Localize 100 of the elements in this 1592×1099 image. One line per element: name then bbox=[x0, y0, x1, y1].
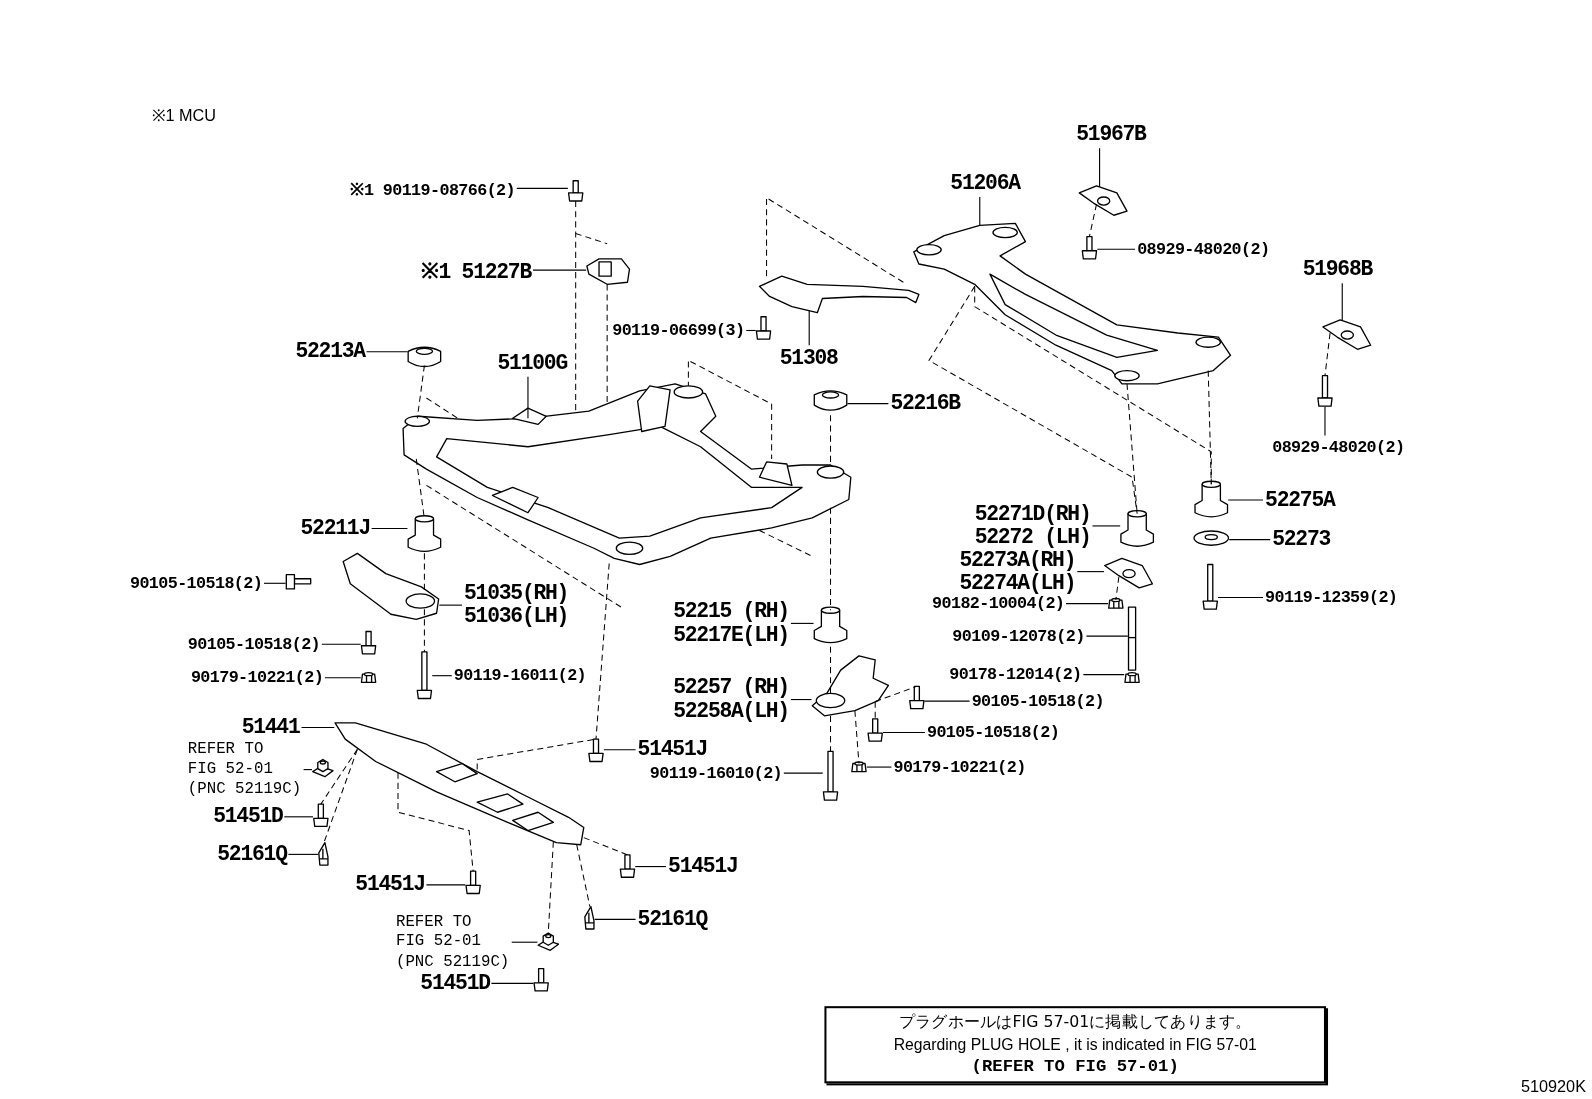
part-number: 08929-48020(2) bbox=[1272, 437, 1405, 457]
dashed-line bbox=[830, 507, 832, 611]
part-number: 51100G bbox=[497, 350, 567, 375]
leader-line bbox=[1217, 596, 1264, 599]
mount-icon bbox=[586, 258, 631, 285]
subframe-drawing bbox=[402, 383, 852, 566]
dashed-line bbox=[595, 563, 610, 740]
bracket-drawing bbox=[758, 275, 920, 314]
part-number: 90182-10004(2) bbox=[932, 593, 1065, 613]
leader-line bbox=[283, 816, 314, 818]
part-number: 51451J bbox=[637, 737, 708, 761]
reference-note: REFER TO FIG 52-01 bbox=[395, 912, 482, 953]
clip-nut-icon bbox=[537, 932, 560, 951]
note-box bbox=[824, 1006, 1326, 1084]
part-number: 90119-16010(2) bbox=[649, 763, 783, 783]
dashed-line bbox=[874, 685, 918, 703]
bolt-icon bbox=[1081, 235, 1098, 260]
dashed-line bbox=[583, 837, 628, 856]
leader-line bbox=[1341, 282, 1343, 322]
reference-note: (PNC 52119C) bbox=[187, 779, 302, 800]
dashed-line bbox=[416, 365, 425, 419]
leader-line bbox=[303, 769, 313, 771]
leader-line bbox=[1096, 248, 1136, 250]
dashed-line bbox=[606, 283, 608, 405]
part-number: 90109-12078(2) bbox=[952, 625, 1085, 646]
part-number: 90105-10518(2) bbox=[187, 634, 321, 654]
part-number: 90179-10221(2) bbox=[190, 667, 324, 687]
part-number: 51451D bbox=[213, 804, 283, 828]
part-number: 52271D(RH) bbox=[974, 502, 1091, 526]
dashed-line bbox=[928, 285, 1138, 515]
part-number: 51968B bbox=[1302, 257, 1373, 281]
dashed-line bbox=[320, 748, 358, 805]
leader-line bbox=[490, 982, 534, 984]
part-number: 52161Q bbox=[217, 842, 287, 866]
leader-line bbox=[745, 329, 757, 332]
dashed-line bbox=[830, 715, 832, 752]
part-number: 51441 bbox=[241, 715, 300, 739]
bolt-icon bbox=[465, 870, 481, 895]
part-number: 52213A bbox=[295, 339, 365, 363]
part-number: 90105-10518(2) bbox=[129, 573, 263, 593]
part-number: 52275A bbox=[1265, 487, 1335, 512]
part-number: 52216B bbox=[890, 391, 960, 415]
bushing-icon bbox=[407, 515, 442, 552]
dashed-line bbox=[1115, 576, 1120, 601]
bolt-icon bbox=[533, 967, 549, 992]
part-number: 52274A(LH) bbox=[959, 571, 1076, 595]
nut-icon bbox=[1108, 597, 1124, 609]
bolt-icon bbox=[285, 574, 312, 590]
reference-note: REFER TO FIG 52-01 bbox=[187, 740, 274, 780]
leader-line bbox=[924, 700, 971, 702]
leader-line bbox=[431, 675, 453, 677]
dashed-line bbox=[874, 701, 876, 720]
part-number: 52258A(LH) bbox=[673, 699, 789, 723]
bushing-icon bbox=[1120, 510, 1155, 547]
part-number: 90119-12359(2) bbox=[1265, 587, 1398, 607]
bolt-icon bbox=[567, 180, 584, 202]
leader-line bbox=[321, 643, 362, 645]
stud-icon bbox=[1127, 606, 1137, 671]
figure-number: 510920K bbox=[1520, 1078, 1586, 1097]
bushing-icon bbox=[407, 346, 442, 368]
part-number: 51451J bbox=[668, 854, 738, 878]
bracket-icon bbox=[1078, 185, 1128, 216]
footnote: ※1 MCU bbox=[152, 105, 217, 126]
dashed-line bbox=[397, 772, 474, 872]
leader-line bbox=[324, 677, 362, 679]
leader-line bbox=[287, 853, 319, 855]
part-number: 90105-10518(2) bbox=[927, 722, 1060, 742]
leader-line bbox=[979, 196, 981, 226]
leader-line bbox=[1324, 406, 1326, 437]
leader-line bbox=[1228, 539, 1271, 541]
bolt-icon bbox=[755, 316, 772, 340]
note-text: プラグホールはFIG 57-01に掲載してあります。 bbox=[897, 1012, 1253, 1034]
bolt-icon bbox=[416, 651, 433, 700]
part-number: 52273A(RH) bbox=[959, 548, 1076, 572]
part-number: 52215 (RH) bbox=[673, 600, 789, 624]
arm-drawing bbox=[811, 655, 890, 717]
dashed-line bbox=[854, 710, 860, 764]
bolt-icon bbox=[1317, 375, 1333, 407]
leader-line bbox=[846, 403, 889, 405]
bolt-icon bbox=[588, 738, 604, 763]
leader-line bbox=[1085, 635, 1129, 637]
leader-line bbox=[1065, 603, 1109, 605]
nut-icon bbox=[851, 761, 867, 773]
leader-line bbox=[790, 622, 815, 624]
bolt-icon bbox=[1202, 563, 1218, 610]
leader-line bbox=[301, 726, 335, 729]
dashed-line bbox=[1088, 203, 1098, 238]
arm-drawing bbox=[342, 552, 440, 620]
bushing-icon bbox=[1194, 480, 1229, 518]
part-number: 90179-10221(2) bbox=[893, 756, 1026, 777]
part-number: 90119-06699(3) bbox=[612, 320, 745, 340]
bracket-icon bbox=[1104, 557, 1154, 589]
dashed-line bbox=[323, 748, 358, 844]
dashed-line bbox=[1324, 332, 1331, 377]
bolt-icon bbox=[619, 854, 636, 878]
leader-line bbox=[808, 310, 810, 346]
leader-line bbox=[425, 884, 466, 886]
part-number: 90105-10518(2) bbox=[971, 690, 1104, 711]
clip-icon bbox=[584, 906, 595, 930]
leader-line bbox=[603, 749, 637, 751]
